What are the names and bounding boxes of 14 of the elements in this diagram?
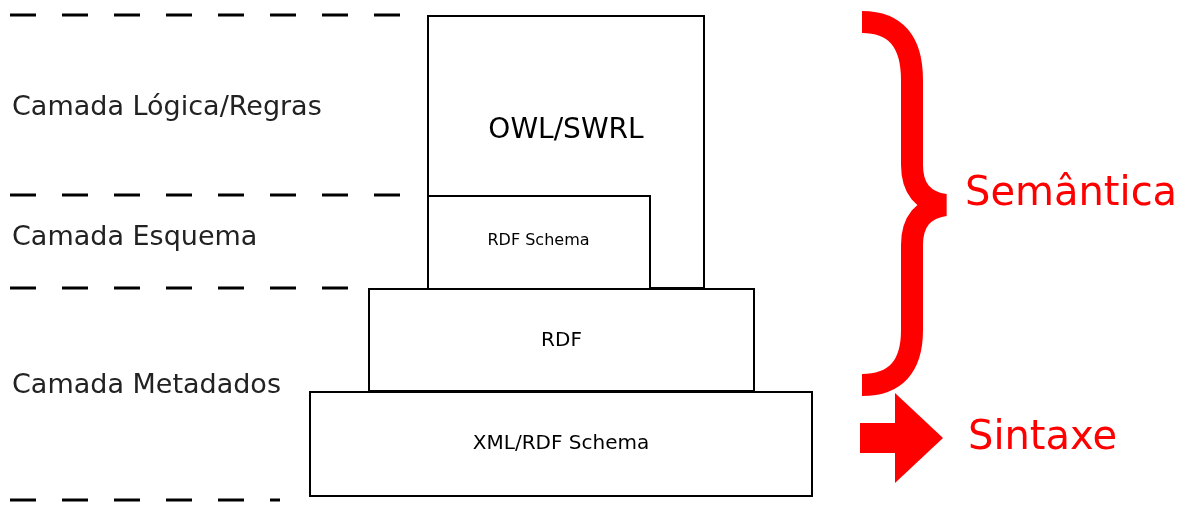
layer-name: XML/RDF Schema <box>471 430 651 454</box>
layer-name: RDF <box>540 327 583 351</box>
layer-box <box>427 15 705 289</box>
arrow <box>860 393 943 483</box>
layer-label: Camada Lógica/Regras <box>12 90 322 121</box>
layer-label: Camada Esquema <box>12 220 258 251</box>
layer-box <box>309 391 813 497</box>
layer-box <box>426 195 651 291</box>
heading-text: Sintaxe <box>968 412 1119 458</box>
layer-label: Camada Metadados <box>12 368 281 399</box>
layer-name: RDF Schema <box>486 230 591 249</box>
layer-name: OWL/SWRL <box>487 112 645 145</box>
side-label: Semântica <box>965 168 1178 214</box>
layer-box <box>368 288 755 392</box>
